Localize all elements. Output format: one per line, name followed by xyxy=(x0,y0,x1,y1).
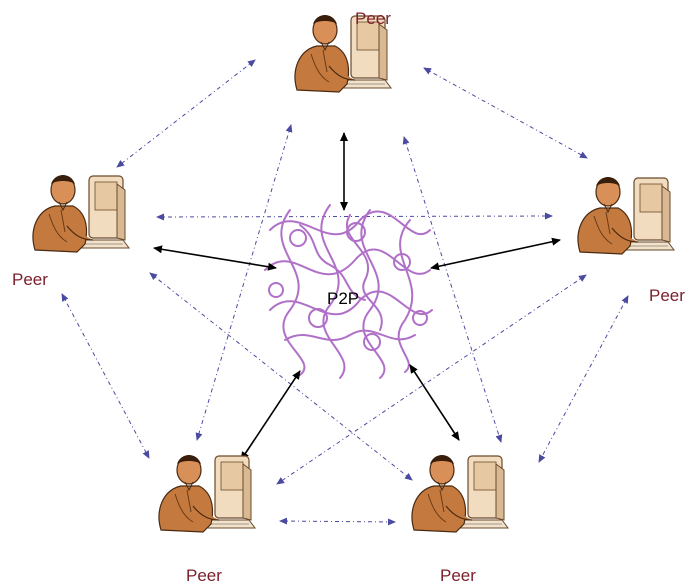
link-top-left xyxy=(116,59,256,168)
peer-label: Peer xyxy=(12,270,48,289)
person-at-computer-icon xyxy=(577,176,675,255)
link-left-right xyxy=(156,212,553,221)
link-bottomleft-center xyxy=(240,370,301,461)
link-top-right xyxy=(423,67,588,159)
person-at-computer-icon xyxy=(32,174,130,253)
person-at-computer-icon xyxy=(158,454,256,533)
peer-label: Peer xyxy=(440,566,476,585)
peer-left: Peer xyxy=(12,174,130,289)
person-at-computer-icon xyxy=(411,454,509,533)
peer-label: Peer xyxy=(186,566,222,585)
center-solid-links xyxy=(153,132,561,461)
peer-top: Peer xyxy=(294,9,392,93)
peer-right: Peer xyxy=(577,176,685,305)
peer-label: Peer xyxy=(649,286,685,305)
center-label: P2P xyxy=(327,289,359,308)
link-bottomright-center xyxy=(409,364,460,441)
link-left-center xyxy=(153,245,277,271)
link-bottomleft-bottomright xyxy=(279,517,396,526)
peer-bottom-right: Peer xyxy=(411,454,509,585)
link-top-bottomright xyxy=(402,136,503,443)
link-right-bottomleft xyxy=(276,274,587,485)
link-right-center xyxy=(430,237,561,271)
peer-label: Peer xyxy=(355,9,391,28)
link-left-bottomleft xyxy=(61,293,150,459)
peer-bottom-left: Peer xyxy=(158,454,256,585)
link-right-bottomright xyxy=(538,295,629,463)
tangled-network-icon xyxy=(264,204,433,379)
